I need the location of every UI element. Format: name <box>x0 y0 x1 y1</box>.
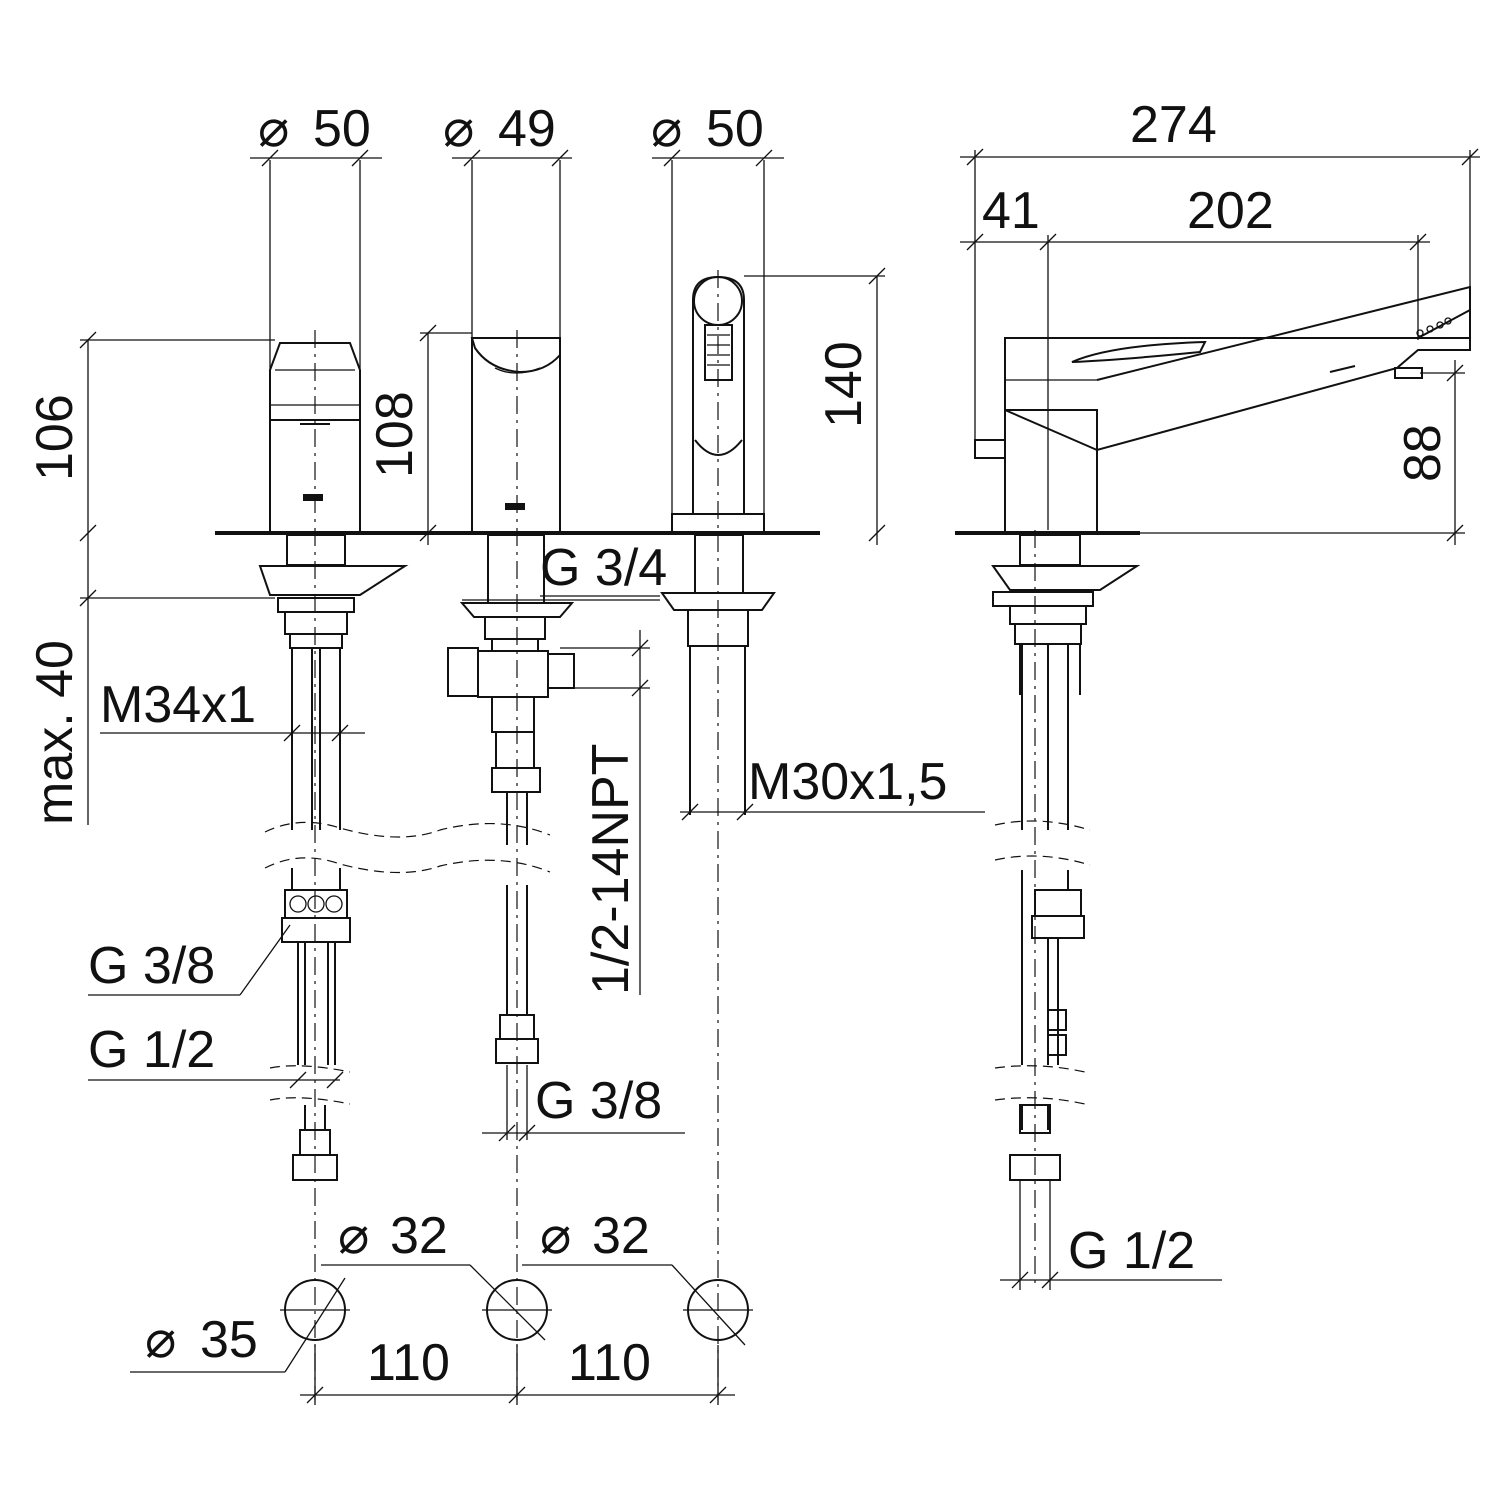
svg-text:⌀: ⌀ <box>338 1207 369 1265</box>
left-handle-front-view <box>258 342 409 1181</box>
svg-text:50: 50 <box>313 100 371 158</box>
deck-holes <box>130 1264 753 1373</box>
label-m30: M30x1,5 <box>748 753 947 811</box>
label-dia-32-a: ⌀ 32 <box>338 1207 448 1265</box>
dimension-lines <box>79 148 1480 1405</box>
svg-text:⌀: ⌀ <box>145 1311 176 1369</box>
label-dia-32-b: ⌀ 32 <box>540 1207 650 1265</box>
label-g12-right: G 1/2 <box>1068 1222 1195 1280</box>
svg-text:⌀: ⌀ <box>540 1207 571 1265</box>
label-88: 88 <box>1394 424 1452 482</box>
label-106: 106 <box>26 394 84 481</box>
label-m34x1: M34x1 <box>100 676 256 734</box>
label-npt: 1/2-14NPT <box>582 744 640 995</box>
label-110-b: 110 <box>568 1334 651 1392</box>
mixer-side-view <box>974 285 1471 1181</box>
label-g34: G 3/4 <box>540 539 667 597</box>
label-dia-50-b: ⌀ 50 <box>651 100 764 158</box>
middle-handle-front-view <box>447 337 575 1064</box>
svg-text:32: 32 <box>592 1207 650 1265</box>
break-lines <box>264 820 1091 1105</box>
svg-text:32: 32 <box>390 1207 448 1265</box>
svg-text:35: 35 <box>200 1311 258 1369</box>
svg-text:50: 50 <box>706 100 764 158</box>
label-g12-left: G 1/2 <box>88 1021 215 1079</box>
label-110-a: 110 <box>367 1334 450 1392</box>
label-dia-49: ⌀ 49 <box>443 100 556 158</box>
dimension-labels: ⌀ 50 ⌀ 49 ⌀ 50 274 41 202 106 108 140 88… <box>26 96 1452 1392</box>
svg-text:⌀: ⌀ <box>258 100 289 158</box>
label-g38-left: G 3/8 <box>88 937 215 995</box>
svg-text:49: 49 <box>498 100 556 158</box>
label-dia-50-a: ⌀ 50 <box>258 100 371 158</box>
svg-text:⌀: ⌀ <box>443 100 474 158</box>
label-dia-35: ⌀ 35 <box>145 1311 258 1369</box>
label-max-40: max. 40 <box>26 640 84 825</box>
svg-text:⌀: ⌀ <box>651 100 682 158</box>
label-108: 108 <box>366 391 424 478</box>
label-41: 41 <box>982 182 1040 240</box>
label-274: 274 <box>1130 96 1217 154</box>
label-202: 202 <box>1187 182 1274 240</box>
centerlines <box>314 270 1036 1400</box>
label-g38-mid: G 3/8 <box>535 1072 662 1130</box>
label-140: 140 <box>815 341 873 428</box>
